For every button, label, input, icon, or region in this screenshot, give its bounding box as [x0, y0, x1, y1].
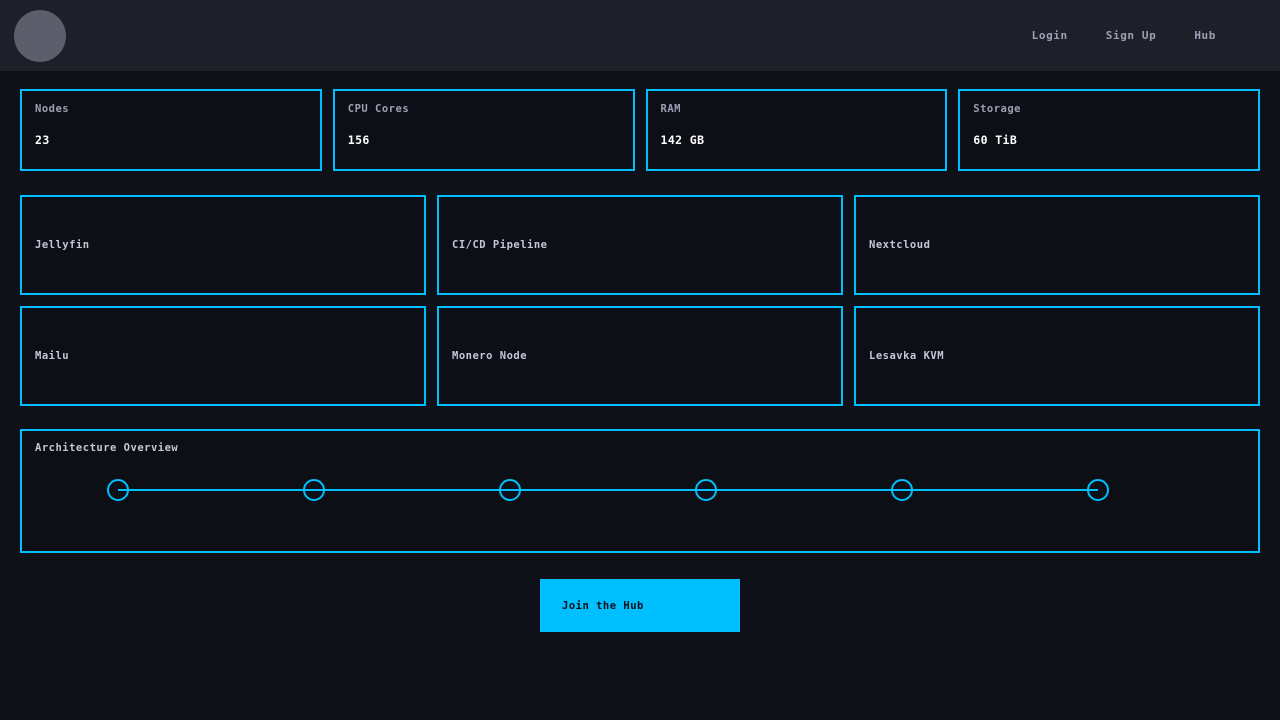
service-card-jellyfin[interactable]: Jellyfin: [20, 195, 426, 295]
stat-card-ram: RAM 142 GB: [645, 89, 948, 171]
stat-card-cpu-cores: CPU Cores 156: [332, 89, 635, 171]
timeline-node-3[interactable]: [499, 479, 521, 501]
stat-card-storage: Storage 60 TiB: [958, 89, 1260, 171]
service-card-mailu[interactable]: Mailu: [20, 306, 426, 406]
site-header: Login Sign Up Hub: [0, 0, 1280, 71]
service-name: Lesavka KVM: [869, 350, 945, 362]
timeline-node-2[interactable]: [303, 479, 325, 501]
service-card-monero-node[interactable]: Monero Node: [437, 306, 843, 406]
stats-row: Nodes 23 CPU Cores 156 RAM 142 GB Storag…: [20, 89, 1260, 171]
stat-label: RAM: [660, 103, 681, 115]
stat-label: Storage: [973, 103, 1022, 115]
stat-card-nodes: Nodes 23: [20, 89, 322, 171]
join-the-hub-button[interactable]: Join the Hub: [540, 579, 740, 632]
timeline-connector-line: [118, 489, 1098, 491]
cta-row: Join the Hub: [20, 579, 1260, 632]
nav-link-sign-up[interactable]: Sign Up: [1105, 29, 1157, 42]
service-name: Nextcloud: [869, 239, 931, 251]
service-card-nextcloud[interactable]: Nextcloud: [854, 195, 1260, 295]
architecture-timeline: [107, 479, 1109, 501]
stat-value: 142 GB: [660, 133, 705, 147]
service-name: Monero Node: [452, 350, 528, 362]
architecture-overview-panel: Architecture Overview: [20, 429, 1260, 553]
timeline-node-1[interactable]: [107, 479, 129, 501]
stat-label: CPU Cores: [347, 103, 410, 115]
stat-value: 156: [347, 133, 370, 147]
stat-value: 23: [35, 133, 50, 147]
user-avatar-circle-icon[interactable]: [14, 9, 66, 62]
service-name: Jellyfin: [35, 239, 90, 251]
panel-title: Architecture Overview: [35, 442, 179, 454]
services-grid: Jellyfin CI/CD Pipeline Nextcloud Mailu …: [20, 195, 1260, 406]
service-card-lesavka-kvm[interactable]: Lesavka KVM: [854, 306, 1260, 406]
main-nav: Login Sign Up Hub: [1032, 29, 1264, 42]
timeline-node-4[interactable]: [695, 479, 717, 501]
stat-label: Nodes: [35, 103, 70, 115]
stat-value: 60 TiB: [973, 133, 1018, 147]
nav-link-login[interactable]: Login: [1031, 29, 1068, 42]
timeline-node-6[interactable]: [1087, 479, 1109, 501]
timeline-node-5[interactable]: [891, 479, 913, 501]
nav-link-hub[interactable]: Hub: [1194, 29, 1216, 42]
service-card-ci-cd-pipeline[interactable]: CI/CD Pipeline: [437, 195, 843, 295]
service-name: CI/CD Pipeline: [452, 239, 548, 251]
page-body: Nodes 23 CPU Cores 156 RAM 142 GB Storag…: [0, 71, 1280, 632]
service-name: Mailu: [35, 350, 70, 362]
